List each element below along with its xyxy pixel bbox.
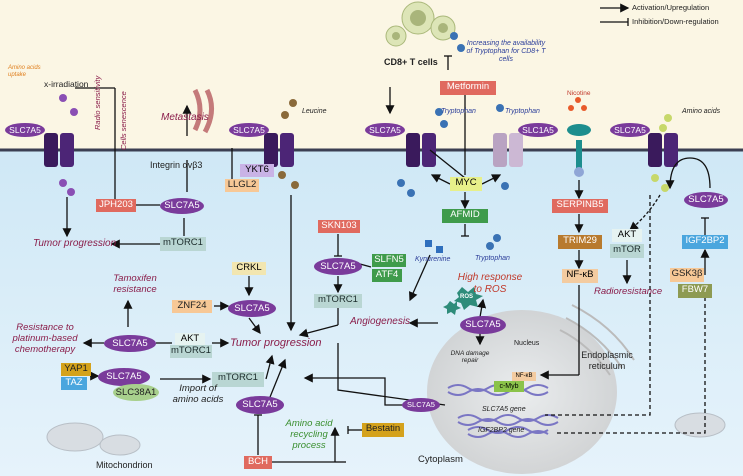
ros-star-small xyxy=(443,301,461,315)
cytoplasm-label: Cytoplasm xyxy=(418,454,463,465)
senescence-label: Cells senescence xyxy=(119,91,128,150)
slfn5-box: SLFN5 xyxy=(372,254,406,267)
integrin-glyph xyxy=(192,88,214,134)
slc7a5-node-igf: SLC7A5 xyxy=(684,192,728,208)
gsk3b-box: GSK3β xyxy=(670,268,704,282)
yap1-box: YAP1 xyxy=(61,363,91,376)
x-irradiation-label: x-irradiation xyxy=(44,79,89,89)
er-lines xyxy=(559,304,635,376)
amino-uptake-label: Amino acids uptake xyxy=(8,65,41,78)
igf2bp2-gene-label: IGF2BP2 gene xyxy=(478,427,525,434)
bestatin-box: Bestatin xyxy=(362,423,404,437)
metastasis-label: Metastasis xyxy=(161,112,209,123)
fbw7-box: FBW7 xyxy=(678,284,712,298)
kynurenine-label: Kynurenine xyxy=(415,256,451,263)
slc7a5-node-left: SLC7A5 xyxy=(104,335,156,352)
metformin-box: Metformin xyxy=(440,81,496,95)
tamoxifen-label: Tamoxifen resistance xyxy=(113,273,157,295)
leucine-label: Leucine xyxy=(302,108,327,115)
skn103-box: SKN103 xyxy=(318,220,360,233)
slc7a5-transporter-3: SLC7A5 xyxy=(365,123,405,137)
dna-repair-label: DNA damage repair xyxy=(450,350,490,364)
mtorc1-box-4: mTORC1 xyxy=(212,372,264,387)
arrows xyxy=(62,3,711,463)
nucleus xyxy=(427,310,617,474)
tumor-progression-left: Tumor progression xyxy=(33,238,117,249)
atf4-box: ATF4 xyxy=(372,269,402,282)
slc7a5-transporter-4: SLC7A5 xyxy=(610,123,650,137)
recycling-label: Amino acid recycling process xyxy=(285,418,333,451)
angiogenesis-label: Angiogenesis xyxy=(350,316,411,327)
tryptophan-label-3: Tryptophan xyxy=(475,255,510,262)
llgl2-box: LLGL2 xyxy=(225,179,259,192)
legend-inhibition: Inhibition/Down-regulation xyxy=(632,17,719,26)
tryptophan-label-1: Tryptophan xyxy=(441,108,476,115)
slc7a5-node-bch: SLC7A5 xyxy=(236,396,284,414)
akt-box-left: AKT xyxy=(175,333,205,345)
high-response-label: High response to ROS xyxy=(457,272,523,295)
slc7a5-transporter-1: SLC7A5 xyxy=(5,123,45,137)
myc-box: MYC xyxy=(450,177,482,191)
ros-star xyxy=(454,287,483,310)
slc7a5-gene-label: SLC7A5 gene xyxy=(482,406,526,413)
slc7a5-node-ros: SLC7A5 xyxy=(460,316,506,334)
yk6-box: YKT6 xyxy=(240,164,274,177)
molecule-dots xyxy=(59,32,672,253)
mtorc1-box-2: mTORC1 xyxy=(314,294,362,308)
amino-acids-label: Amino acids xyxy=(682,108,721,115)
jph203-box: JPH203 xyxy=(96,199,136,212)
mitochondrion-label: Mitochondrion xyxy=(96,460,153,470)
akt-box-right: AKT xyxy=(612,229,642,242)
cmyb-box: c-Myb xyxy=(494,381,524,392)
nucleus-label: Nucleus xyxy=(514,340,540,347)
nicotine-label: Nicotine xyxy=(567,90,591,97)
transporter-glyphs xyxy=(44,124,678,177)
mitochondria xyxy=(46,412,726,456)
taz-box: TAZ xyxy=(61,377,87,390)
mtorc1-box-1: mTORC1 xyxy=(160,237,206,251)
serpinb5-box: SERPINB5 xyxy=(552,199,608,213)
slc7a5-node-jph: SLC7A5 xyxy=(160,198,204,214)
trim29-box: TRIM29 xyxy=(558,235,602,249)
integrin-label: Integrin αvβ3 xyxy=(150,160,203,170)
import-label: Import of amino acids xyxy=(172,383,224,405)
slc7a5-node-skn: SLC7A5 xyxy=(314,258,362,275)
igf2bp2-box: IGF2BP2 xyxy=(682,235,728,249)
cd8-label: CD8+ T cells xyxy=(384,57,438,67)
tryptophan-label-2: Tryptophan xyxy=(505,108,540,115)
slc7a5-node-yap: SLC7A5 xyxy=(98,368,150,386)
bch-box: BCH xyxy=(244,456,272,469)
tryptophan-note: Increasing the availability of Tryptopha… xyxy=(466,40,546,63)
mtor-box: mTOR xyxy=(610,244,644,258)
radioresistance-label: Radioresistance xyxy=(594,286,663,297)
znf24-box: ZNF24 xyxy=(172,300,212,313)
slc38a1-node: SLC38A1 xyxy=(113,384,159,401)
platinum-label: Resistance to platinum-based chemotherap… xyxy=(12,322,78,355)
crkl-box: CRKL xyxy=(232,262,266,275)
slc1a5-transporter: SLC1A5 xyxy=(518,123,558,137)
nfkb-box: NF-κB xyxy=(562,269,598,283)
radio-sensitivity-label: Radio sensitivity xyxy=(93,75,102,130)
mtorc1-box-3: mTORC1 xyxy=(170,345,212,358)
legend-activation: Activation/Upregulation xyxy=(632,3,710,12)
slc7a5-transporter-2: SLC7A5 xyxy=(229,123,269,137)
ros-label: ROS xyxy=(460,294,474,300)
nfkb-small-box: NF-κB xyxy=(512,372,536,381)
cd8-cells xyxy=(385,1,456,47)
slc7a5-node-crkl: SLC7A5 xyxy=(228,300,276,317)
slc7a5-node-nucleus: SLC7A5 xyxy=(402,398,440,412)
er-label: Endoplasmic reticulum xyxy=(581,350,633,371)
tumor-progression-center: Tumor progression xyxy=(230,337,322,349)
afmid-box: AFMID xyxy=(442,209,488,223)
